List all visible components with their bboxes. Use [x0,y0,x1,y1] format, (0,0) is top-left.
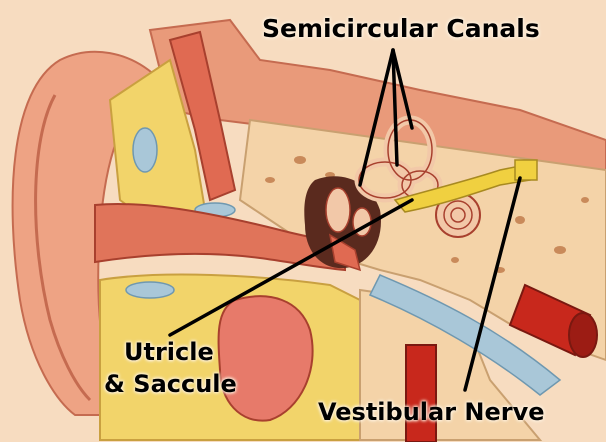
cartilage-blob-3 [126,282,174,298]
label-saccule: & Saccule [104,372,237,396]
label-semicircular-canals: Semicircular Canals [262,16,540,41]
malleus [326,188,350,232]
cartilage-blob-1 [133,128,157,172]
label-utricle: Utricle [124,340,214,364]
nerve-end [515,160,537,180]
label-vestibular-nerve: Vestibular Nerve [318,400,545,424]
internal-carotid-artery [406,345,436,442]
